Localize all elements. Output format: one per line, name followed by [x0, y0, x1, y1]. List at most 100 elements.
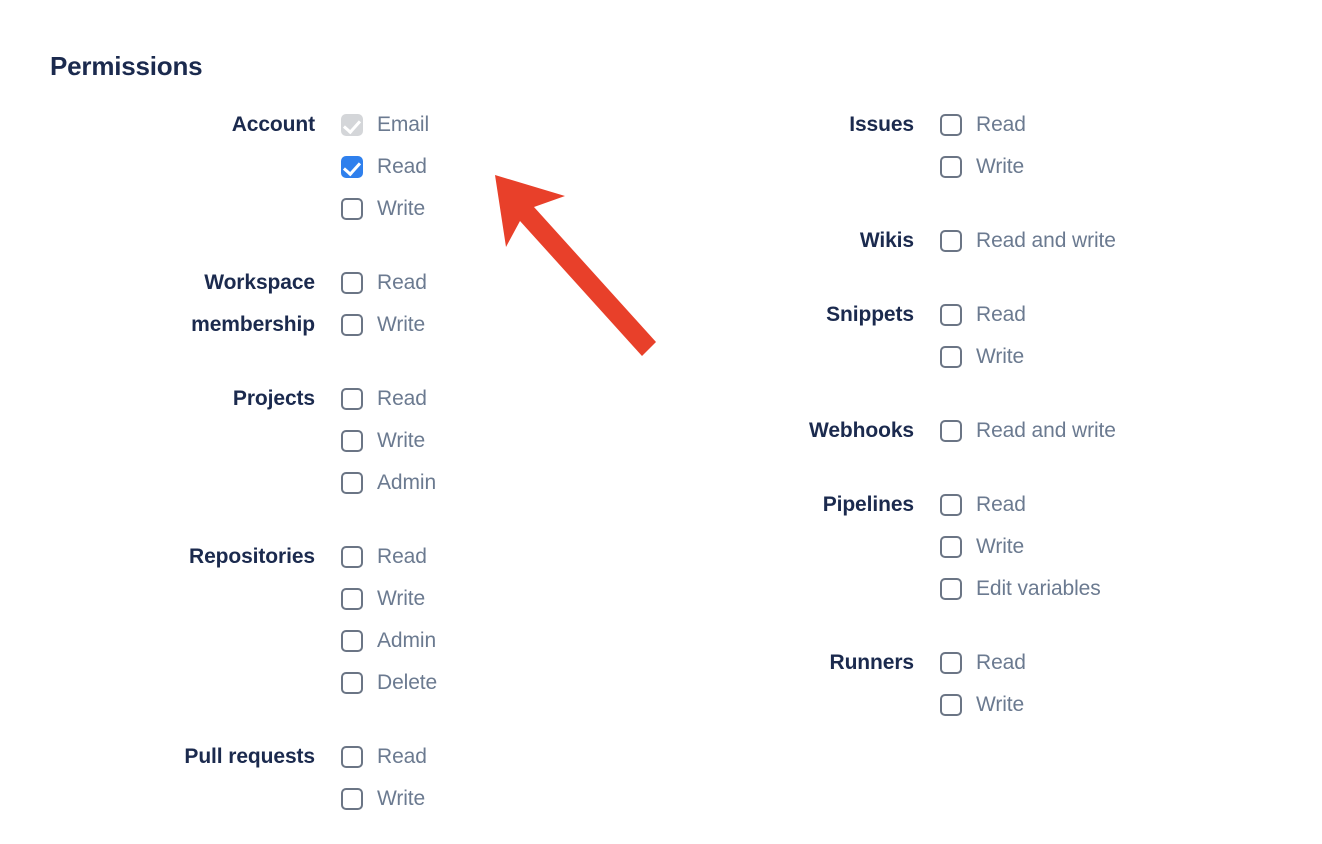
option-label: Read: [377, 387, 427, 410]
checkbox-snippets-write[interactable]: [940, 346, 962, 368]
permission-option-webhooks-read-and-write[interactable]: Read and write: [940, 410, 1320, 452]
check-icon: [342, 115, 362, 135]
group-label-line: Snippets: [826, 303, 914, 326]
group-label-line: Wikis: [859, 229, 914, 252]
group-label-projects: Projects: [0, 378, 341, 420]
option-label: Admin: [377, 471, 437, 494]
group-label-line: Pull requests: [184, 745, 315, 768]
permission-option-repositories-delete[interactable]: Delete: [341, 662, 660, 704]
group-label-snippets: Snippets: [660, 294, 940, 336]
checkbox-issues-read[interactable]: [940, 114, 962, 136]
group-label-line: Workspace: [204, 271, 315, 294]
permission-option-runners-write[interactable]: Write: [940, 684, 1320, 726]
permission-option-account-read[interactable]: Read: [341, 146, 660, 188]
option-label: Read: [377, 745, 427, 768]
checkbox-workspace-membership-read[interactable]: [341, 272, 363, 294]
checkbox-projects-write[interactable]: [341, 430, 363, 452]
option-label: Admin: [377, 629, 437, 652]
option-label: Read: [976, 651, 1026, 674]
checkbox-repositories-write[interactable]: [341, 588, 363, 610]
checkbox-pipelines-write[interactable]: [940, 536, 962, 558]
permission-option-repositories-admin[interactable]: Admin: [341, 620, 660, 662]
option-label: Email: [377, 113, 430, 136]
group-label-line: Repositories: [189, 545, 315, 568]
option-label: Write: [377, 587, 426, 610]
checkbox-pipelines-read[interactable]: [940, 494, 962, 516]
permission-option-repositories-write[interactable]: Write: [341, 578, 660, 620]
option-label: Write: [976, 155, 1025, 178]
checkbox-repositories-read[interactable]: [341, 546, 363, 568]
option-label: Edit variables: [976, 577, 1101, 600]
permission-option-pull-requests-write[interactable]: Write: [341, 778, 660, 820]
option-label: Write: [377, 429, 426, 452]
checkbox-account-write[interactable]: [341, 198, 363, 220]
permission-option-wikis-read-and-write[interactable]: Read and write: [940, 220, 1320, 262]
checkbox-projects-admin[interactable]: [341, 472, 363, 494]
permission-options: Read and write: [940, 220, 1320, 262]
permission-option-projects-admin[interactable]: Admin: [341, 462, 660, 504]
permission-option-snippets-write[interactable]: Write: [940, 336, 1320, 378]
checkbox-issues-write[interactable]: [940, 156, 962, 178]
checkbox-snippets-read[interactable]: [940, 304, 962, 326]
checkbox-account-read[interactable]: [341, 156, 363, 178]
checkbox-projects-read[interactable]: [341, 388, 363, 410]
permission-option-pull-requests-read[interactable]: Read: [341, 736, 660, 778]
checkbox-repositories-delete[interactable]: [341, 672, 363, 694]
group-label-webhooks: Webhooks: [660, 410, 940, 452]
checkbox-runners-read[interactable]: [940, 652, 962, 674]
checkbox-wikis-read-and-write[interactable]: [940, 230, 962, 252]
option-label: Write: [976, 345, 1025, 368]
group-label-pull-requests: Pull requests: [0, 736, 341, 778]
permission-option-projects-read[interactable]: Read: [341, 378, 660, 420]
permission-option-issues-write[interactable]: Write: [940, 146, 1320, 188]
permission-option-pipelines-edit-variables[interactable]: Edit variables: [940, 568, 1320, 610]
checkbox-repositories-admin[interactable]: [341, 630, 363, 652]
permission-option-workspace-membership-read[interactable]: Read: [341, 262, 660, 304]
permission-option-runners-read[interactable]: Read: [940, 642, 1320, 684]
permission-option-account-write[interactable]: Write: [341, 188, 660, 230]
permission-option-projects-write[interactable]: Write: [341, 420, 660, 462]
permission-option-snippets-read[interactable]: Read: [940, 294, 1320, 336]
checkbox-pull-requests-write[interactable]: [341, 788, 363, 810]
option-label: Read: [976, 493, 1026, 516]
group-label-line: Account: [231, 113, 315, 136]
permission-option-issues-read[interactable]: Read: [940, 104, 1320, 146]
option-label: Delete: [377, 671, 438, 694]
group-label-issues: Issues: [660, 104, 940, 146]
group-label-line: Runners: [829, 651, 915, 674]
checkbox-pipelines-edit-variables[interactable]: [940, 578, 962, 600]
checkbox-webhooks-read-and-write[interactable]: [940, 420, 962, 442]
option-label: Write: [976, 535, 1025, 558]
group-label-runners: Runners: [660, 642, 940, 684]
permission-option-pipelines-write[interactable]: Write: [940, 526, 1320, 568]
permission-option-pipelines-read[interactable]: Read: [940, 484, 1320, 526]
checkbox-pull-requests-read[interactable]: [341, 746, 363, 768]
option-label: Read: [377, 155, 427, 178]
permission-option-repositories-read[interactable]: Read: [341, 536, 660, 578]
group-label-pipelines: Pipelines: [660, 484, 940, 526]
option-label: Read: [976, 303, 1026, 326]
checkbox-workspace-membership-write[interactable]: [341, 314, 363, 336]
permission-option-account-email[interactable]: Email: [341, 104, 660, 146]
group-label-line: Issues: [849, 113, 914, 136]
group-label-wikis: Wikis: [660, 220, 940, 262]
checkbox-runners-write[interactable]: [940, 694, 962, 716]
permission-option-workspace-membership-write[interactable]: Write: [341, 304, 660, 346]
